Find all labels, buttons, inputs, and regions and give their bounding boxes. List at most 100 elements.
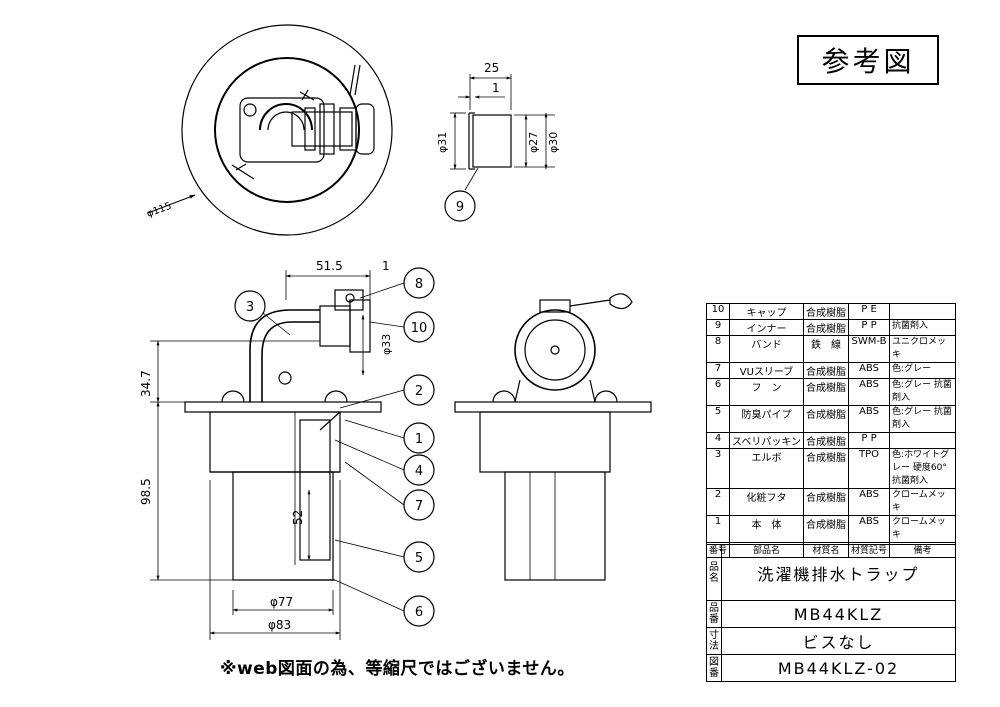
cell-name: スベリパッキン xyxy=(729,432,805,449)
balloon-3: 3 xyxy=(246,300,254,315)
scale-note: ※web図面の為、等縮尺ではございません。 xyxy=(220,659,575,679)
cell-no: 8 xyxy=(705,335,731,363)
cell-no: 4 xyxy=(705,432,731,449)
cell-name: 本 体 xyxy=(729,515,805,543)
cell-code: SWM-B xyxy=(848,335,891,363)
balloon-4: 4 xyxy=(415,464,423,479)
dim-inner-lip: 1 xyxy=(492,81,500,95)
cell-material: 合成樹脂 xyxy=(803,362,850,379)
dim-d83: φ83 xyxy=(268,618,291,632)
cell-no: 7 xyxy=(705,362,731,379)
dim-inner-d30: φ30 xyxy=(547,132,560,153)
balloon-6: 6 xyxy=(415,605,423,620)
balloon-5: 5 xyxy=(415,551,423,566)
balloons xyxy=(234,190,476,627)
dim-height-lower: 98.5 xyxy=(139,478,153,505)
cell-material: 合成樹脂 xyxy=(803,405,850,433)
cell-remark: ユニクロメッキ xyxy=(889,335,956,363)
dim-top-diameter: φ115 xyxy=(145,201,173,220)
cell-name: 防臭パイプ xyxy=(729,405,805,433)
cell-remark xyxy=(889,432,956,449)
cell-no: 1 xyxy=(705,515,731,543)
dim-depth-52: 52 xyxy=(291,510,305,525)
cell-remark: クロームメッキ xyxy=(889,488,956,516)
cell-code: ABS xyxy=(848,405,891,433)
cell-name: バンド xyxy=(729,335,805,363)
dim-inner-d31: φ31 xyxy=(436,132,449,153)
cell-material: 合成樹脂 xyxy=(803,432,850,449)
cell-code: ABS xyxy=(848,515,891,543)
cell-name: VUスリーブ xyxy=(729,362,805,379)
cell-material: 合成樹脂 xyxy=(803,515,850,543)
balloon-2: 2 xyxy=(415,384,423,399)
side-view xyxy=(454,293,652,581)
technical-drawing: φ115 25 1 φ31 φ27 φ30 xyxy=(139,24,652,640)
part-value: MB44KLZ xyxy=(721,600,956,628)
cell-material: 合成樹脂 xyxy=(803,319,850,336)
cell-name: 化粧フタ xyxy=(729,488,805,516)
dim-elbow-gap: 1 xyxy=(382,259,390,273)
title-block: 品名 洗濯機排水トラップ 品番 MB44KLZ 寸法 ビスなし 図番 MB44K… xyxy=(706,544,956,682)
cell-material: 合成樹脂 xyxy=(803,378,850,406)
cell-name: エルボ xyxy=(729,448,805,489)
cell-no: 5 xyxy=(705,405,731,433)
cell-material: 合成樹脂 xyxy=(803,448,850,489)
cell-code: P E xyxy=(848,303,891,320)
name-value: 洗濯機排水トラップ xyxy=(721,544,956,601)
cell-remark: クロームメッキ xyxy=(889,515,956,543)
dim-height-upper: 34.7 xyxy=(139,370,153,397)
balloon-10: 10 xyxy=(411,321,428,336)
cell-remark: 色:グレー 抗菌剤入 xyxy=(889,378,956,406)
method-label: 寸法 xyxy=(706,627,722,655)
cell-no: 6 xyxy=(705,378,731,406)
drawing-value: MB44KLZ-02 xyxy=(721,654,956,682)
cell-no: 2 xyxy=(705,488,731,516)
reference-stamp: 参考図 xyxy=(797,35,939,85)
balloon-9: 9 xyxy=(456,200,464,215)
cell-no: 3 xyxy=(705,448,731,489)
balloon-leaders xyxy=(262,282,405,612)
cell-material: 合成樹脂 xyxy=(803,488,850,516)
cell-code: P P xyxy=(848,432,891,449)
cell-name: フ ン xyxy=(729,378,805,406)
cell-no: 9 xyxy=(705,319,731,336)
cell-name: インナー xyxy=(729,319,805,336)
balloon-7: 7 xyxy=(415,499,423,514)
dim-inner-len: 25 xyxy=(484,61,499,75)
top-view xyxy=(181,24,393,236)
dim-inner-d27: φ27 xyxy=(527,132,540,153)
drawing-label: 図番 xyxy=(706,654,722,682)
section-view xyxy=(150,270,382,640)
cell-remark xyxy=(889,303,956,320)
dim-elbow-offset: 51.5 xyxy=(316,259,343,273)
cell-remark: 抗菌剤入 xyxy=(889,319,956,336)
cell-material: 合成樹脂 xyxy=(803,303,850,320)
reference-label: 参考図 xyxy=(821,45,915,78)
cell-remark: 色:グレー 抗菌剤入 xyxy=(889,405,956,433)
cell-remark: 色:ホワイトグレー 硬度60° 抗菌剤入 xyxy=(889,448,956,489)
cell-code: P P xyxy=(848,319,891,336)
cell-code: ABS xyxy=(848,488,891,516)
balloon-8: 8 xyxy=(415,277,423,292)
cell-code: ABS xyxy=(848,362,891,379)
balloon-1: 1 xyxy=(415,432,423,447)
dim-elbow-d33: φ33 xyxy=(380,334,393,355)
cell-name: キャップ xyxy=(729,303,805,320)
name-label: 品名 xyxy=(706,544,722,601)
cell-material: 鉄 線 xyxy=(803,335,850,363)
top-view-dim: φ115 xyxy=(145,194,196,220)
method-value: ビスなし xyxy=(721,627,956,655)
cell-remark: 色:グレー xyxy=(889,362,956,379)
cell-code: TPO xyxy=(848,448,891,489)
cell-no: 10 xyxy=(705,303,731,320)
